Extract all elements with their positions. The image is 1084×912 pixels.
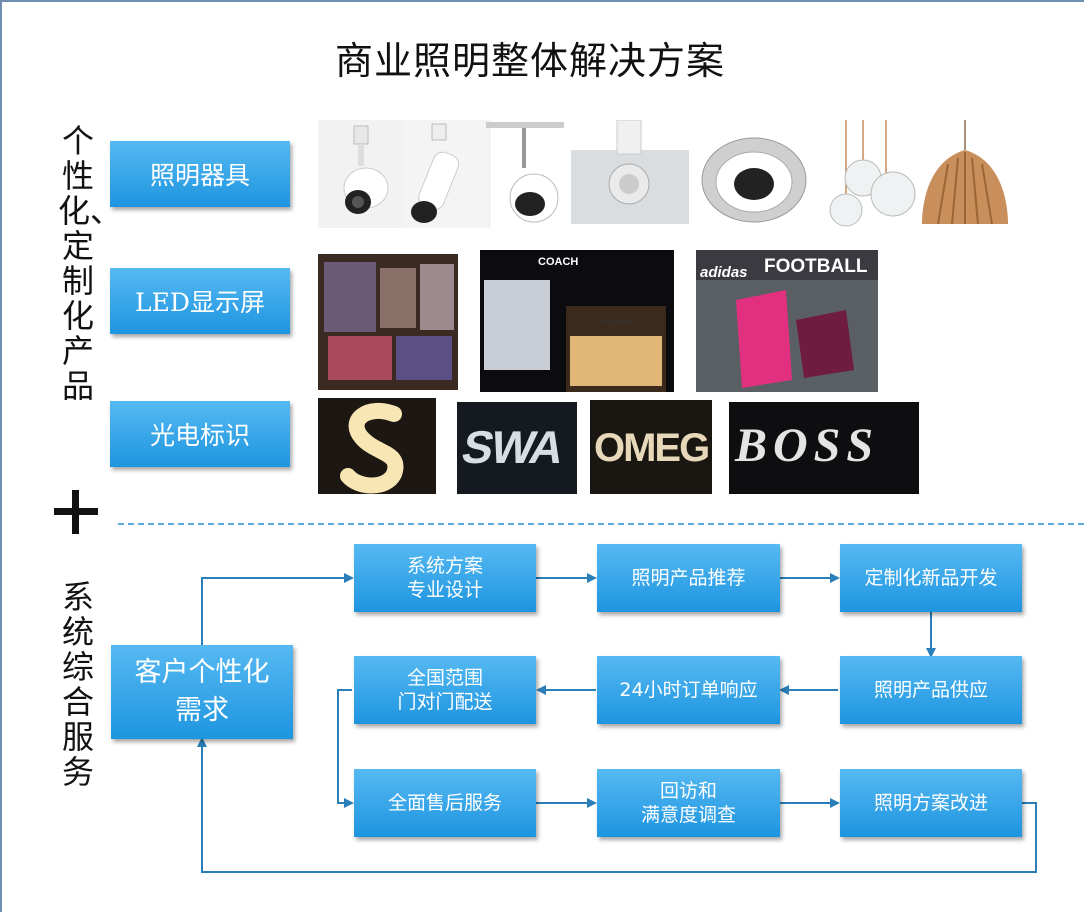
round-downlight-image [691, 120, 823, 228]
flow-step-satisfaction-survey: 回访和 满意度调查 [597, 769, 780, 837]
boss-letter-sign-image: BOSS [729, 402, 919, 494]
led-wall-store-image [318, 254, 458, 390]
adidas-football-image: adidas FOOTBALL [696, 250, 878, 392]
square-downlight-image [571, 120, 691, 228]
glass-pendant-image [823, 120, 918, 228]
page-title: 商业照明整体解决方案 [334, 39, 725, 83]
flow-step-system-design: 系统方案 专业设计 [354, 544, 536, 612]
section-divider [118, 523, 1084, 525]
coach-store-text: COACH [600, 318, 633, 328]
flow-step-plan-improvement: 照明方案改进 [840, 769, 1022, 837]
coach-storefront-image: COACH COACH [480, 250, 674, 392]
flow-step-custom-development: 定制化新品开发 [840, 544, 1022, 612]
boss-sign-text: BOSS [735, 419, 880, 472]
services-side-label: 系统综合服务 [61, 578, 94, 791]
flow-step-after-sales: 全面售后服务 [354, 769, 536, 837]
category-signage: 光电标识 [110, 401, 290, 467]
swa-letter-sign-image: SWA [457, 402, 577, 494]
adidas-logo-text: adidas [700, 264, 748, 281]
flow-step-product-supply: 照明产品供应 [840, 656, 1022, 724]
omega-letter-sign-image: OMEG [590, 400, 712, 494]
cylinder-spotlight-image [403, 120, 491, 228]
football-sign-text: FOOTBALL [764, 256, 868, 277]
lighting-fixtures-image-strip [318, 120, 1078, 228]
category-lighting-fixtures: 照明器具 [110, 141, 290, 207]
track-spotlight-image [318, 120, 403, 228]
s-letter-sign-image [318, 398, 436, 494]
arm-spotlight-image [486, 120, 571, 228]
customer-needs-box: 客户个性化 需求 [111, 645, 293, 739]
flow-step-nationwide-delivery: 全国范围 门对门配送 [354, 656, 536, 724]
wooden-pendant-image [918, 120, 1018, 228]
coach-sign-text: COACH [538, 256, 579, 268]
category-led-display: LED显示屏 [110, 268, 290, 334]
flow-step-24h-response: 24小时订单响应 [597, 656, 780, 724]
flow-step-product-recommendation: 照明产品推荐 [597, 544, 780, 612]
plus-icon [54, 490, 98, 534]
omeg-sign-text: OMEG [594, 426, 710, 470]
